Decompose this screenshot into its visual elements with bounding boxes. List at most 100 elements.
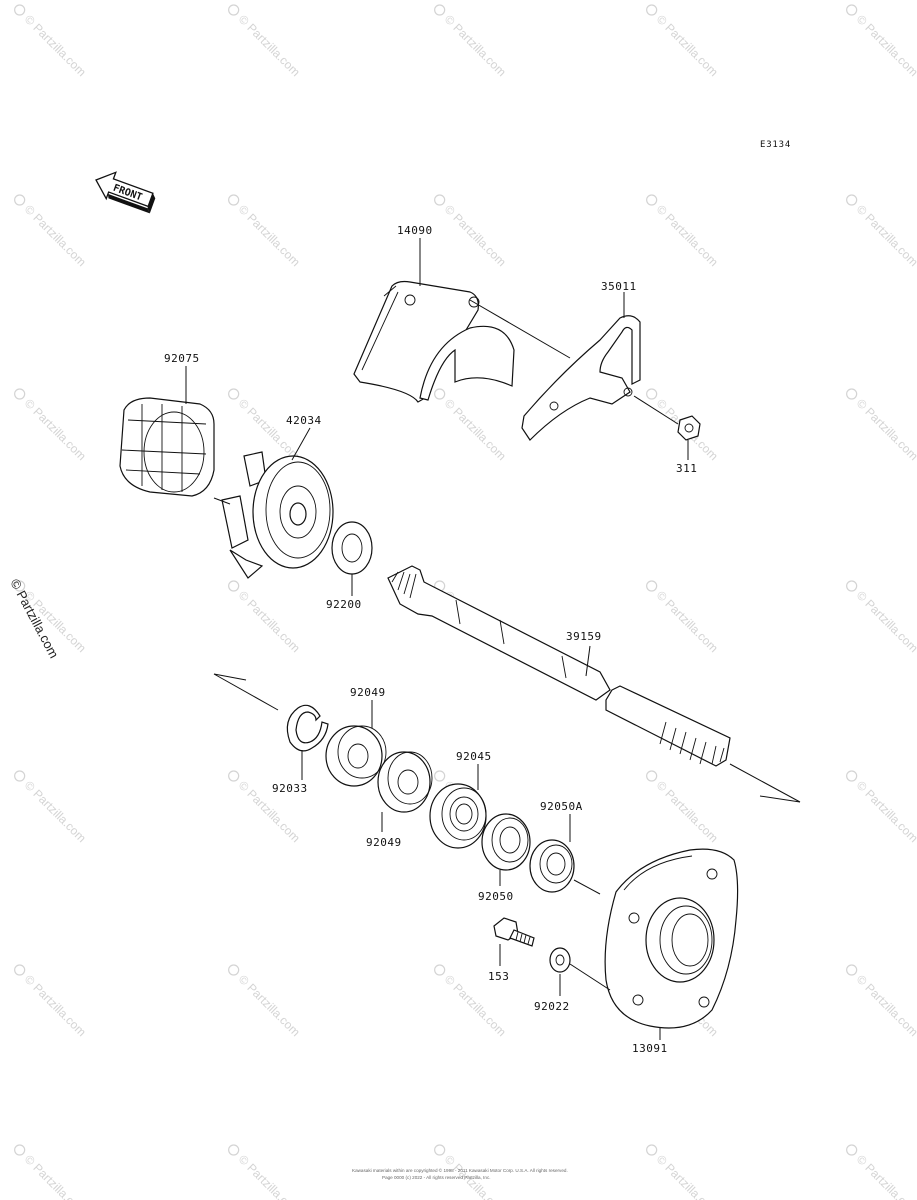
watermark-logo-icon bbox=[646, 580, 658, 592]
part-14090-cover-drawing bbox=[353, 280, 515, 403]
watermark-text: © Partzilla.com bbox=[854, 588, 917, 655]
part-label-42034: 42034 bbox=[286, 414, 322, 427]
watermark-text: © Partzilla.com bbox=[236, 972, 303, 1039]
part-label-35011: 35011 bbox=[601, 280, 637, 293]
watermark-text: © Partzilla.com bbox=[854, 778, 917, 845]
watermark-logo-icon bbox=[228, 770, 240, 782]
front-arrow: FRONT bbox=[95, 171, 156, 214]
part-label-92050A: 92050A bbox=[540, 800, 583, 813]
watermark-logo-icon bbox=[14, 194, 26, 206]
watermark-text: © Partzilla.com bbox=[236, 396, 303, 463]
part-label-92033: 92033 bbox=[272, 782, 308, 795]
watermark-tile: © Partzilla.com bbox=[434, 4, 509, 79]
watermark-tile: © Partzilla.com bbox=[228, 194, 303, 269]
watermark-logo-icon bbox=[846, 964, 858, 976]
watermark-tile: © Partzilla.com bbox=[14, 770, 89, 845]
watermark-logo-icon bbox=[434, 770, 446, 782]
watermark-logo-icon bbox=[434, 194, 446, 206]
watermark-text: © Partzilla.com bbox=[654, 778, 721, 845]
watermark-logo-icon bbox=[646, 4, 658, 16]
watermark-tile: © Partzilla.com bbox=[846, 1144, 917, 1200]
watermark-tile: © Partzilla.com bbox=[846, 4, 917, 79]
watermark-text: © Partzilla.com bbox=[236, 588, 303, 655]
watermark-logo-icon bbox=[14, 4, 26, 16]
watermark-tile: © Partzilla.com bbox=[228, 770, 303, 845]
watermark-logo-icon bbox=[846, 580, 858, 592]
part-labels: 14090 35011 311 92075 42034 92200 39159 … bbox=[164, 224, 697, 1055]
part-92050-bearing-drawing bbox=[481, 813, 531, 871]
diagram-code: E3134 bbox=[760, 140, 791, 150]
watermark-tile: © Partzilla.com bbox=[14, 1144, 89, 1200]
watermark-text: © Partzilla.com bbox=[442, 202, 509, 269]
watermark-text: © Partzilla.com bbox=[22, 202, 89, 269]
watermark-logo-icon bbox=[846, 1144, 858, 1156]
watermark-logo-icon bbox=[434, 388, 446, 400]
watermark-logo-icon bbox=[14, 388, 26, 400]
watermark-text: © Partzilla.com bbox=[236, 12, 303, 79]
watermark-text: © Partzilla.com bbox=[654, 588, 721, 655]
watermark-tile: © Partzilla.com bbox=[228, 580, 303, 655]
watermark-logo-icon bbox=[434, 1144, 446, 1156]
watermark-tile: © Partzilla.com bbox=[646, 770, 721, 845]
watermark-logo-icon bbox=[846, 770, 858, 782]
part-92045-bearing-drawing bbox=[429, 783, 487, 849]
watermark-text: © Partzilla.com bbox=[654, 12, 721, 79]
watermark-text: © Partzilla.com bbox=[22, 778, 89, 845]
part-label-311: 311 bbox=[676, 462, 697, 475]
watermark-text: © Partzilla.com bbox=[22, 1152, 89, 1200]
watermark-tile: © Partzilla.com bbox=[14, 388, 89, 463]
part-311-nut-drawing bbox=[677, 415, 701, 441]
watermark-logo-icon bbox=[434, 964, 446, 976]
watermark-logo-icon bbox=[228, 1144, 240, 1156]
watermark-text: © Partzilla.com bbox=[442, 12, 509, 79]
watermark-logo-icon bbox=[228, 194, 240, 206]
part-label-92045: 92045 bbox=[456, 750, 492, 763]
part-13091-housing-drawing bbox=[604, 848, 739, 1029]
watermark-logo-icon bbox=[14, 580, 26, 592]
watermark-text: © Partzilla.com bbox=[236, 202, 303, 269]
watermark-text: © Partzilla.com bbox=[854, 972, 917, 1039]
watermark-logo-icon bbox=[14, 1144, 26, 1156]
watermark-text: © Partzilla.com bbox=[854, 396, 917, 463]
watermark-tile: © Partzilla.com bbox=[846, 964, 917, 1039]
watermark-text: © Partzilla.com bbox=[442, 396, 509, 463]
watermark-logo-icon bbox=[846, 4, 858, 16]
watermark-tile: © Partzilla.com bbox=[646, 580, 721, 655]
watermark-text: © Partzilla.com bbox=[854, 12, 917, 79]
watermark-tile: © Partzilla.com bbox=[228, 1144, 303, 1200]
part-label-13091: 13091 bbox=[632, 1042, 668, 1055]
copyright-line-2: Page 0000 (c) 2022 - All rights reserved… bbox=[382, 1175, 491, 1180]
watermark-text: © Partzilla.com bbox=[654, 1152, 721, 1200]
part-92033-snap-ring-drawing bbox=[286, 704, 329, 752]
part-label-14090: 14090 bbox=[397, 224, 433, 237]
watermark-text: © Partzilla.com bbox=[22, 396, 89, 463]
watermark-text: © Partzilla.com bbox=[854, 202, 917, 269]
watermark-tile: © Partzilla.com bbox=[846, 580, 917, 655]
part-92050A-seal-drawing bbox=[529, 839, 575, 893]
watermark-tile: © Partzilla.com bbox=[846, 388, 917, 463]
watermark-text: © Partzilla.com bbox=[22, 12, 89, 79]
watermark-tile: © Partzilla.com bbox=[646, 1144, 721, 1200]
part-42034-impeller-drawing bbox=[221, 451, 334, 579]
part-label-92049b: 92049 bbox=[366, 836, 402, 849]
part-92049b-washer-drawing bbox=[377, 751, 433, 813]
part-label-39159: 39159 bbox=[566, 630, 602, 643]
watermark-text: © Partzilla.com bbox=[236, 1152, 303, 1200]
assembly-lines bbox=[185, 238, 801, 1040]
part-92049a-washer-drawing bbox=[325, 725, 387, 787]
watermark-tile: © Partzilla.com bbox=[434, 194, 509, 269]
watermark-tile: © Partzilla.com bbox=[846, 770, 917, 845]
watermark-logo-icon bbox=[228, 964, 240, 976]
part-92075-damper-drawing bbox=[119, 397, 215, 497]
watermark-text: © Partzilla.com bbox=[654, 202, 721, 269]
part-35011-bracket-drawing bbox=[521, 315, 641, 441]
watermark-logo-icon bbox=[646, 1144, 658, 1156]
part-92200-washer-drawing bbox=[331, 521, 373, 575]
watermark-logo-icon bbox=[646, 388, 658, 400]
watermark-text: © Partzilla.com bbox=[854, 1152, 917, 1200]
watermark-tile: © Partzilla.com bbox=[14, 964, 89, 1039]
watermark-tile: © Partzilla.com bbox=[434, 388, 509, 463]
copyright-line-1: Kawasaki materials within are copyrighte… bbox=[352, 1167, 568, 1173]
watermark-tile: © Partzilla.com bbox=[228, 964, 303, 1039]
